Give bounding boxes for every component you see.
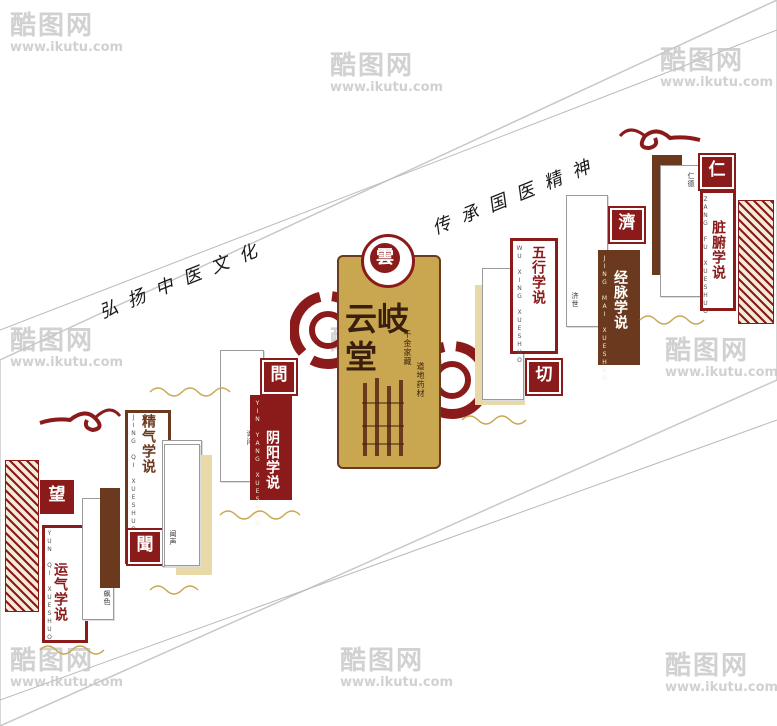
panel-title: 五行学说 <box>530 245 546 305</box>
panel-frame <box>42 525 88 643</box>
panel-signature: 飙色 <box>103 590 111 606</box>
seal-ren: 仁 <box>698 153 736 191</box>
panel-pinyin: WU XING XUESHUO <box>516 245 523 365</box>
panel-title: 阴阳学说 <box>264 430 280 490</box>
panel-title: 运气学说 <box>52 562 68 622</box>
text-card <box>660 165 702 297</box>
seal-wang: 望 <box>40 480 74 514</box>
panel-frame <box>700 190 736 311</box>
watermark-brand: 酷图网 <box>10 646 95 676</box>
watermark-url: www.ikutu.com <box>10 355 124 370</box>
brown-block <box>100 488 120 588</box>
center-name: 云岐堂 <box>345 300 410 376</box>
center-badge-char: 雲 <box>370 243 400 273</box>
watermark-url: www.ikutu.com <box>665 680 777 695</box>
watermark-url: www.ikutu.com <box>10 675 124 690</box>
watermark-url: www.ikutu.com <box>660 75 774 90</box>
center-side-small-2: 道地药材 <box>416 362 425 398</box>
panel-title: 经脉学说 <box>612 270 628 330</box>
lattice-screen <box>738 200 774 324</box>
panel-pinyin: JING QI XUESHUO <box>130 414 137 534</box>
panel-frame <box>250 395 292 500</box>
text-card-front <box>164 444 200 566</box>
seal-wen: 聞 <box>126 528 164 566</box>
watermark-brand: 酷图网 <box>340 646 425 676</box>
watermark-brand: 酷图网 <box>665 336 750 366</box>
watermark-url: www.ikutu.com <box>665 365 777 380</box>
panel-pinyin: YUN QI XUESHUO <box>46 530 53 642</box>
panel-title: 脏腑学说 <box>710 220 726 280</box>
panel-frame <box>598 250 640 365</box>
panel-pinyin: YIN YANG XUESHUO <box>254 400 261 528</box>
seal-ji: 濟 <box>608 206 646 244</box>
panel-signature: 仁德 <box>687 172 695 188</box>
watermark-brand: 酷图网 <box>10 326 95 356</box>
watermark-brand: 酷图网 <box>10 11 95 41</box>
panel-pinyin: ZANG FU XUESHUO <box>702 196 709 316</box>
center-side-small-1: 千金家藏 <box>403 330 412 366</box>
panel-frame <box>510 238 558 354</box>
seal-wen-ask: 問 <box>260 358 298 396</box>
watermark-brand: 酷图网 <box>330 51 415 81</box>
panel-signature: 闻声 <box>169 530 177 546</box>
panel-title: 精气学说 <box>140 414 156 474</box>
watermark-brand: 酷图网 <box>660 46 745 76</box>
watermark-url: www.ikutu.com <box>330 80 444 95</box>
seal-qie: 切 <box>525 358 563 396</box>
cloud-swirl-right <box>618 128 701 151</box>
panel-signature: 济世 <box>571 292 579 308</box>
watermark-url: www.ikutu.com <box>340 675 454 690</box>
watermark-brand: 酷图网 <box>665 651 750 681</box>
bamboo-illustration <box>362 378 404 456</box>
panel-pinyin: JING MAI XUESHUO <box>601 255 608 383</box>
lattice-screen <box>5 460 39 612</box>
cloud-swirl-left <box>39 408 122 433</box>
watermark-url: www.ikutu.com <box>10 40 124 55</box>
